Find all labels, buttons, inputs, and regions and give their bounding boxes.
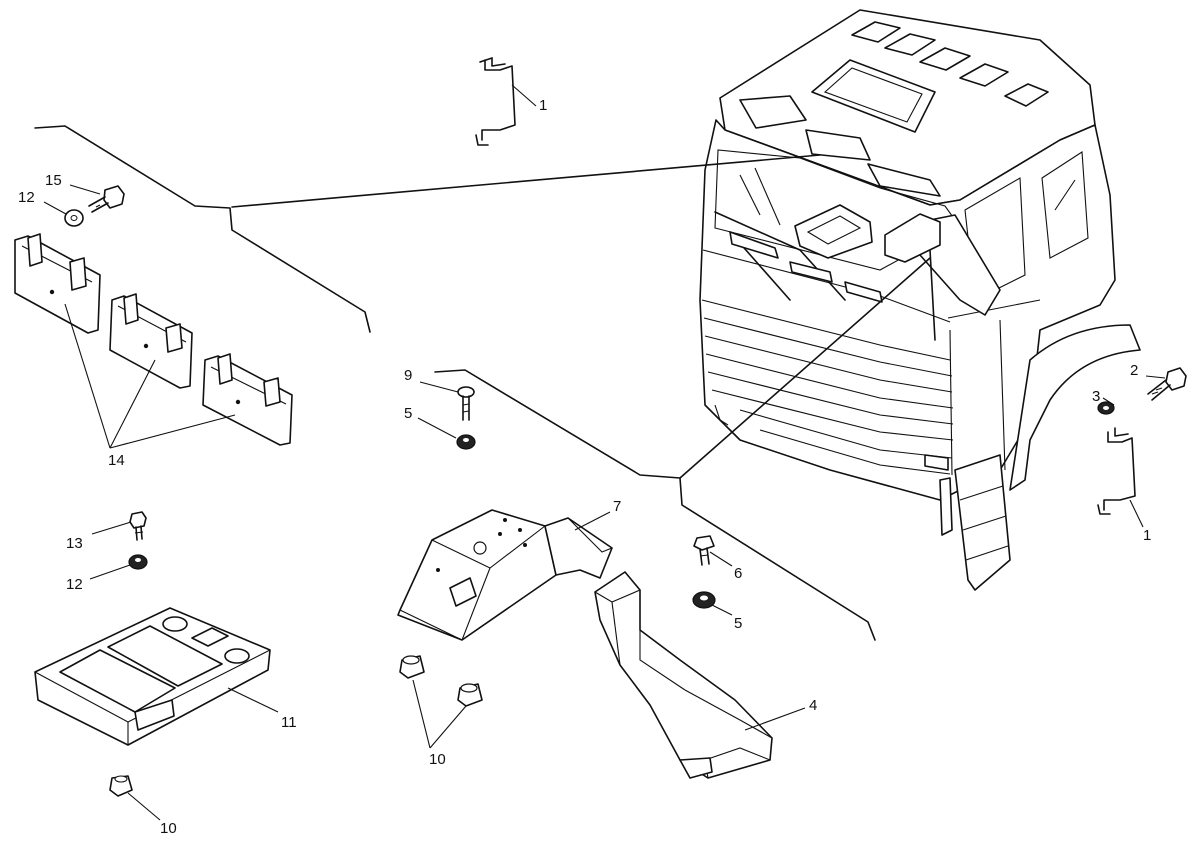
callout-5-bottom: 5 [734, 615, 742, 632]
callout-15: 15 [45, 172, 62, 189]
part-5-nut-top [456, 434, 476, 450]
part-14-plate-3 [202, 353, 293, 446]
callout-14: 14 [108, 452, 125, 469]
door-window [1041, 151, 1089, 259]
roof-vent [919, 47, 971, 71]
part-1-bracket-right [1097, 427, 1136, 515]
part-1-bracket-top [475, 57, 516, 146]
leader-14-a [64, 303, 111, 449]
callout-13: 13 [66, 535, 83, 552]
grille-vent [844, 281, 883, 303]
marker-lamp [805, 129, 871, 161]
part-12-washer-top [64, 209, 84, 227]
callouts: 1 1 2 3 4 5 5 6 7 9 10 10 11 12 12 13 14… [18, 97, 1151, 837]
leader-2 [1145, 375, 1166, 379]
mirror-head [884, 213, 941, 263]
step-ladder [954, 454, 1011, 591]
leader-5-top [417, 417, 457, 439]
step-ladder-rail [939, 477, 953, 536]
leader-10-bottom [127, 792, 161, 821]
leader-15 [69, 184, 101, 195]
roof-vent [884, 33, 936, 56]
callout-12-left: 12 [66, 576, 83, 593]
callout-12-top: 12 [18, 189, 35, 206]
grille-vent [729, 231, 779, 259]
part-10-nut-bottom-left [109, 775, 133, 797]
leader-5-bottom [711, 604, 733, 616]
callout-10-bottom: 10 [160, 820, 177, 837]
leader-13 [91, 521, 132, 535]
callout-11: 11 [281, 714, 297, 731]
leader-12-left [89, 564, 131, 580]
part-14-plate-2 [109, 293, 193, 389]
callout-1-top: 1 [539, 97, 547, 114]
callout-9: 9 [404, 367, 412, 384]
callout-6: 6 [734, 565, 742, 582]
leader-4 [744, 707, 806, 731]
part-12-nut-left [128, 554, 148, 570]
part-15-bolt [88, 185, 125, 213]
wheel-arch [1009, 324, 1141, 491]
leader-10-a [412, 679, 431, 749]
leader-12-top [43, 201, 67, 215]
leader-panel-to-lamp [231, 154, 821, 208]
leader-14-c [109, 414, 236, 449]
leader-9 [419, 381, 459, 393]
roof-vent [959, 63, 1009, 87]
roof-vent [1004, 83, 1049, 107]
panel-outline [34, 125, 931, 641]
marker-lamp [739, 95, 807, 129]
roof-hatch [811, 59, 936, 133]
leader-7 [574, 511, 611, 531]
callout-7: 7 [613, 498, 621, 515]
leader-11 [227, 687, 279, 713]
truck-cab [699, 9, 1141, 591]
part-9-screw [457, 386, 475, 421]
roof-unit [794, 204, 873, 259]
part-6-screw [693, 535, 715, 566]
leader-10-b [429, 705, 467, 749]
part-11-tray [34, 607, 271, 746]
leader-1-right [1129, 499, 1144, 528]
callout-5-top: 5 [404, 405, 412, 422]
part-14-plate-1 [14, 233, 101, 334]
panel-outline-left [34, 125, 371, 333]
part-5-nut-bottom [692, 591, 716, 609]
part-7-housing [397, 509, 613, 641]
roof-vent [851, 21, 901, 43]
leader-3 [1102, 397, 1115, 406]
callout-4: 4 [809, 697, 817, 714]
callout-10-middle: 10 [429, 751, 446, 768]
leader-14-b [109, 359, 156, 449]
callout-2: 2 [1130, 362, 1138, 379]
callout-3: 3 [1092, 388, 1100, 405]
grille-vent [789, 261, 833, 283]
cab-front [699, 119, 1116, 501]
leader-panel-to-mirror [679, 257, 931, 479]
leader-6 [709, 551, 733, 567]
part-10-nut-middle-2 [457, 683, 483, 707]
leader-lines [43, 84, 1166, 821]
part-4-duct [594, 571, 773, 779]
leader-1-top [511, 84, 537, 107]
headlamp [924, 454, 949, 471]
part-2-bolt [1147, 367, 1187, 401]
part-13-screw [129, 511, 147, 541]
part-3-washer [1097, 401, 1115, 415]
part-10-nut-middle-1 [399, 655, 425, 679]
marker-lamp [867, 163, 941, 197]
callout-1-right: 1 [1143, 527, 1151, 544]
